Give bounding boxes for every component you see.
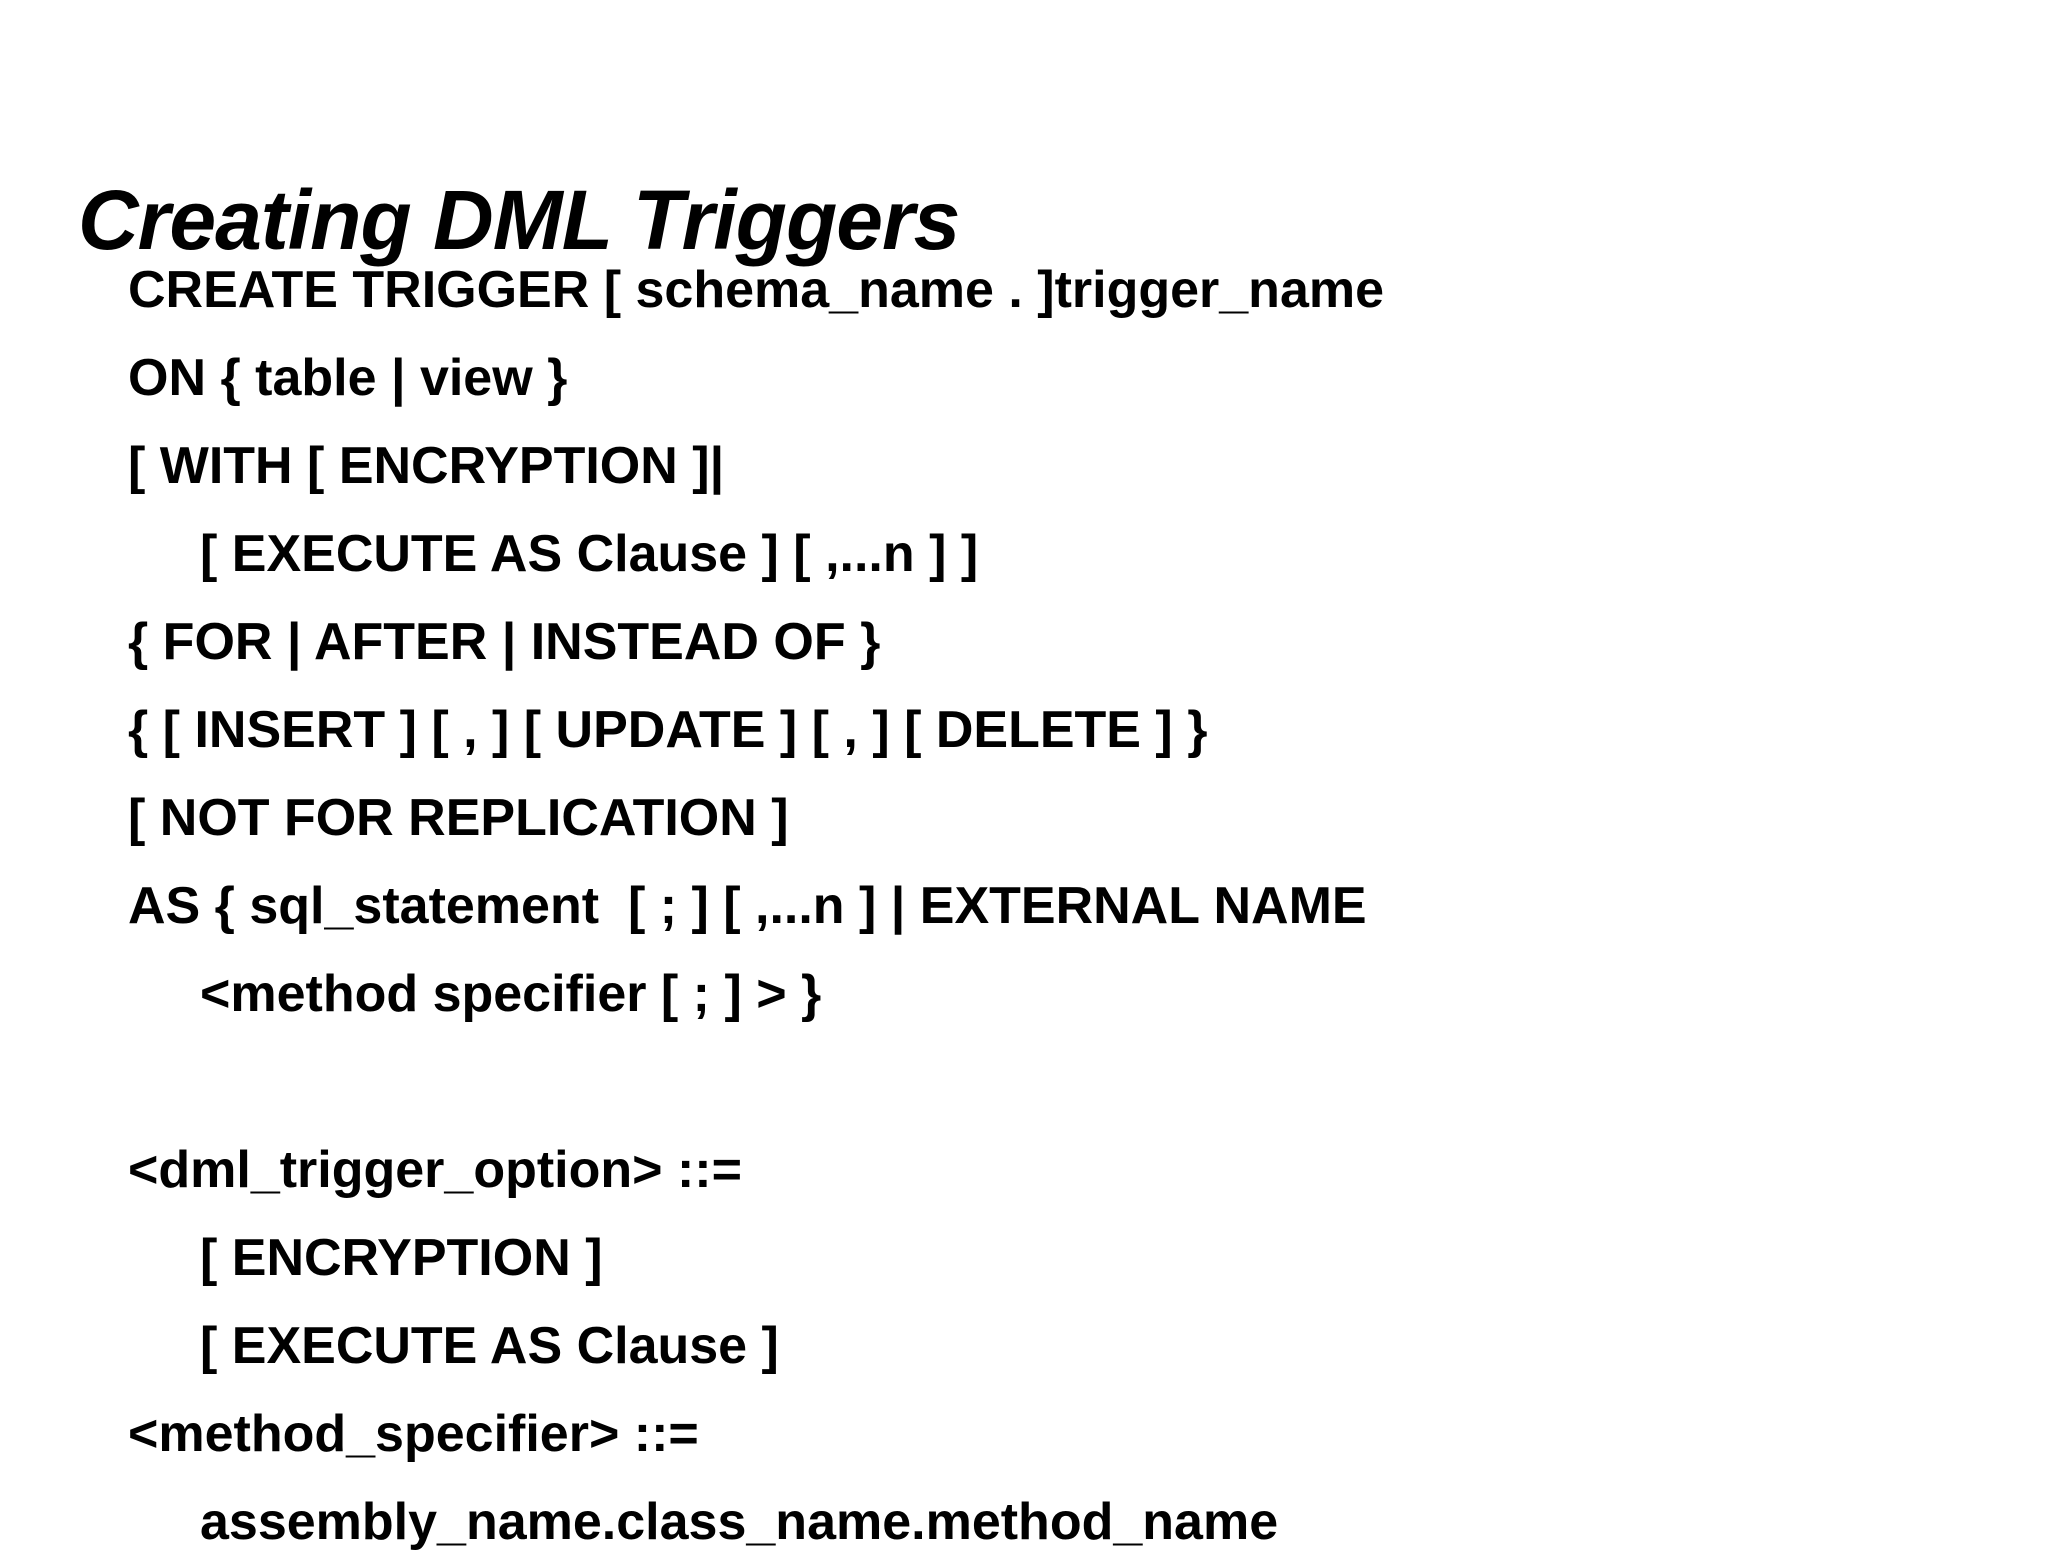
page-title: Creating DML Triggers — [78, 173, 960, 268]
code-line: <method specifier [ ; ] > } — [200, 965, 822, 1023]
code-line: <dml_trigger_option> ::= — [128, 1141, 742, 1199]
syntax-code-block: CREATE TRIGGER [ schema_name . ]trigger_… — [0, 246, 2048, 1566]
code-line: <method_specifier> ::= — [128, 1405, 699, 1463]
code-line: [ ENCRYPTION ] — [200, 1229, 603, 1287]
code-line: ON { table | view } — [128, 349, 568, 407]
code-line: assembly_name.class_name.method_name — [200, 1493, 1279, 1551]
code-line: [ WITH [ ENCRYPTION ]| — [128, 437, 725, 495]
code-line: { [ INSERT ] [ , ] [ UPDATE ] [ , ] [ DE… — [128, 701, 1208, 759]
code-line: [ EXECUTE AS Clause ] [ ,...n ] ] — [200, 525, 979, 583]
code-line: [ EXECUTE AS Clause ] — [200, 1317, 779, 1375]
code-line: [ NOT FOR REPLICATION ] — [128, 789, 789, 847]
code-line: { FOR | AFTER | INSTEAD OF } — [128, 613, 881, 671]
code-line: CREATE TRIGGER [ schema_name . ]trigger_… — [128, 261, 1385, 319]
code-line-blank — [0, 1038, 2048, 1126]
code-line: AS { sql_statement [ ; ] [ ,...n ] | EXT… — [128, 877, 1367, 935]
